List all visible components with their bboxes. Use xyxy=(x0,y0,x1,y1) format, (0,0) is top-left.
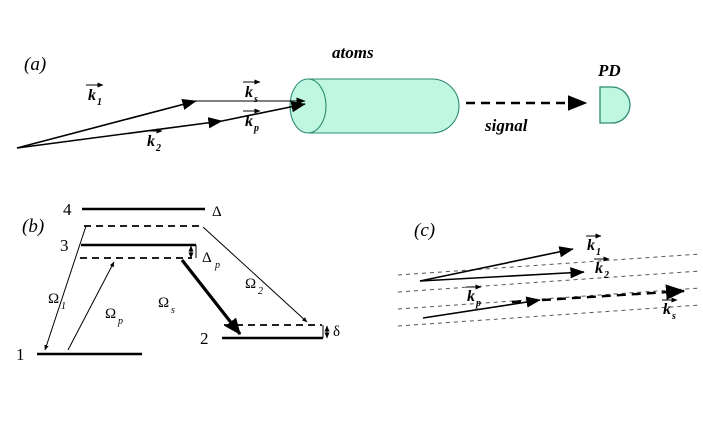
vector-k2-subscript: 2 xyxy=(603,270,609,281)
coupling-omega-s-arrow xyxy=(180,259,242,336)
guide-line xyxy=(397,287,701,310)
atomic-cell-front-face xyxy=(289,78,327,134)
vector-k1-arrow xyxy=(16,99,197,149)
coupling-omega-p-subscript: p xyxy=(117,316,123,327)
coupling-omega-p-symbol: Ω xyxy=(105,306,116,322)
vector-k1-subscript: 1 xyxy=(596,247,601,258)
vector-ks-arrow xyxy=(511,284,686,304)
coupling-omega-1-subscript: 1 xyxy=(61,301,66,312)
atoms-label: atoms xyxy=(332,43,374,62)
vector-kp-label: k p xyxy=(466,284,482,309)
panel-c-label: (c) xyxy=(414,220,435,241)
panel-b-label: (b) xyxy=(22,216,44,237)
vector-kp-arrow xyxy=(422,296,541,319)
vector-k2-subscript: 2 xyxy=(155,143,161,154)
coupling-omega-p-arrow xyxy=(67,261,115,351)
panel-a: (a) atoms k 1 k 2 xyxy=(16,43,631,154)
panel-b: (b) 4 Δ 3 Δ p 2 δ xyxy=(16,200,340,364)
detuning-delta-p-symbol: Δ xyxy=(202,250,212,266)
guide-line xyxy=(397,304,701,327)
vector-k2-label: k 2 xyxy=(145,128,163,154)
vector-k2-symbol: k xyxy=(595,260,603,277)
coupling-omega-1-symbol: Ω xyxy=(48,291,59,307)
detuning-delta-small-symbol: δ xyxy=(333,324,340,340)
energy-level-4-number: 4 xyxy=(63,200,72,219)
vector-kp-subscript: p xyxy=(253,123,259,134)
vector-k1-arrow xyxy=(419,246,574,282)
atomic-cell-body xyxy=(307,78,460,134)
vector-kp-label: k p xyxy=(243,108,261,134)
coupling-omega-1-arrow xyxy=(44,225,87,351)
vector-kp-arrow xyxy=(221,101,306,122)
guide-line xyxy=(397,270,701,293)
photodetector-label: PD xyxy=(597,61,621,80)
panel-c: (c) k 1 k 2 k xyxy=(397,220,701,327)
vector-k2-arrow xyxy=(419,267,585,282)
vector-k1-symbol: k xyxy=(88,87,96,104)
panel-a-label: (a) xyxy=(24,54,46,75)
coupling-omega-s-subscript: s xyxy=(171,305,175,316)
vector-k1-label: k 1 xyxy=(586,233,602,258)
vector-k1-subscript: 1 xyxy=(97,97,102,108)
vector-ks-subscript: s xyxy=(671,311,676,322)
coupling-omega-2-subscript: 2 xyxy=(258,286,263,297)
vector-k2-symbol: k xyxy=(147,133,155,150)
coupling-omega-2-arrow xyxy=(202,226,308,323)
vector-k1-symbol: k xyxy=(587,237,595,254)
energy-level-3-number: 3 xyxy=(60,236,69,255)
energy-level-2-number: 2 xyxy=(200,329,209,348)
vector-k2-arrow xyxy=(16,117,223,149)
coupling-omega-2-symbol: Ω xyxy=(245,276,256,292)
detuning-delta-p-subscript: p xyxy=(214,260,220,271)
vector-kp-symbol: k xyxy=(245,113,253,130)
vector-ks-label: k s xyxy=(662,297,678,322)
guide-line xyxy=(397,253,701,276)
vector-kp-subscript: p xyxy=(475,298,481,309)
photodetector-shape xyxy=(599,86,631,124)
vector-kp-symbol: k xyxy=(467,288,475,305)
vector-k2-label: k 2 xyxy=(594,256,610,281)
vector-ks-symbol: k xyxy=(245,84,253,101)
signal-label: signal xyxy=(484,116,528,135)
vector-ks-symbol: k xyxy=(663,301,671,318)
vector-ks-label: k s xyxy=(243,79,261,105)
energy-level-1-number: 1 xyxy=(16,345,25,364)
vector-k1-label: k 1 xyxy=(86,82,104,108)
vector-ks-subscript: s xyxy=(253,94,258,105)
detuning-delta-symbol: Δ xyxy=(212,204,222,220)
coupling-omega-s-symbol: Ω xyxy=(158,295,169,311)
